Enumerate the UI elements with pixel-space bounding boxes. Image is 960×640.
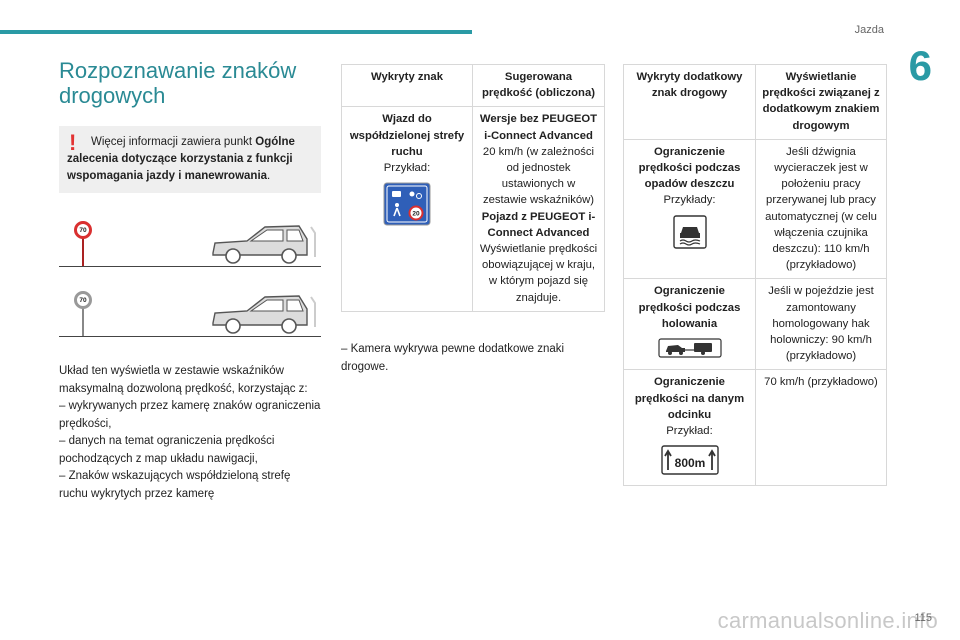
shared-zone-sign-icon: 20 xyxy=(383,182,431,226)
note-link-text: Ogólne zalecenia dotyczące korzystania z… xyxy=(67,136,295,182)
towing-sign-icon xyxy=(657,338,722,358)
warning-icon: ! xyxy=(69,130,77,155)
section-label: Jazda xyxy=(854,24,884,36)
body-text: Układ ten wyświetla w zestawie wskaźnikó… xyxy=(59,363,321,503)
table-cell: Wersje bez PEUGEOT i-Connect Advanced 20… xyxy=(472,106,605,312)
body-paragraph: Układ ten wyświetla w zestawie wskaźnikó… xyxy=(59,365,308,395)
table-header-row: Wykryty znak Sugerowana prędkość (oblicz… xyxy=(341,63,605,108)
cell-bold-text: Wersje bez PEUGEOT i-Connect Advanced xyxy=(479,113,598,142)
road-line xyxy=(59,336,321,337)
rain-car-sign-icon xyxy=(672,214,707,249)
car-icon xyxy=(212,295,316,334)
cell-bold-text: Pojazd z PEUGEOT i-Connect Advanced xyxy=(481,210,596,239)
shared-zone-speed: 20 xyxy=(412,211,420,218)
page-title: Rozpoznawanie znaków drogowych xyxy=(59,58,321,108)
watermark: carmanualsonline.info xyxy=(717,608,938,633)
title-line-1: Rozpoznawanie znaków xyxy=(59,58,297,83)
table-cell: Ograniczenie prędkości podczas holowania xyxy=(623,278,756,371)
table-row: Ograniczenie prędkości podczas holowania… xyxy=(623,278,887,371)
cell-bold-text: Ograniczenie prędkości na danym odcinku xyxy=(634,376,745,421)
sign-pole xyxy=(82,301,84,337)
table-row: Wjazd do współdzielonej strefy ruchu Prz… xyxy=(341,106,605,312)
distance-sign-icon: 800m xyxy=(660,445,719,475)
header-accent-bar xyxy=(0,30,472,34)
note-box: ! Więcej informacji zawiera punkt Ogólne… xyxy=(59,126,321,193)
speed-sign-icon: 70 xyxy=(74,291,92,309)
illustration-sign-gray: 70 xyxy=(59,287,321,337)
cell-text: Przykłady: xyxy=(663,194,716,207)
table-header-cell: Sugerowana prędkość (obliczona) xyxy=(472,63,605,108)
cell-text: Wyświetlanie prędkości obowiązującej w k… xyxy=(479,243,598,304)
sign-pole xyxy=(82,231,84,267)
speed-sign-icon: 70 xyxy=(74,221,92,239)
table-cell: 70 km/h (przykładowo) xyxy=(755,369,887,487)
note-text: Więcej informacji zawiera punkt Ogólne z… xyxy=(67,136,295,182)
additional-sign-table: Wykryty dodatkowy znak drogowy Wyświetla… xyxy=(623,64,887,487)
illustration-sign-red: 70 xyxy=(59,217,321,267)
table-cell: Ograniczenie prędkości podczas opadów de… xyxy=(623,138,756,280)
list-item: – danych na temat ograniczenia prędkości… xyxy=(59,435,275,465)
table-header-cell: Wykryty znak xyxy=(341,63,473,108)
footnote-text: – Kamera wykrywa pewne dodatkowe znaki d… xyxy=(341,343,565,373)
cell-bold-text: Wjazd do współdzielonej strefy ruchu xyxy=(349,113,465,158)
detected-sign-table: Wykryty znak Sugerowana prędkość (oblicz… xyxy=(341,63,605,312)
list-item: – Znaków wskazujących współdzieloną stre… xyxy=(59,470,291,500)
cell-text: Przykład: xyxy=(666,425,713,438)
list-item: – wykrywanych przez kamerę znaków ograni… xyxy=(59,400,321,430)
table-row: Ograniczenie prędkości podczas opadów de… xyxy=(623,138,887,280)
table-cell: Wjazd do współdzielonej strefy ruchu Prz… xyxy=(341,106,473,312)
cell-text: 20 km/h (w zależności od jednostek ustaw… xyxy=(482,145,595,207)
distance-sign-text: 800m xyxy=(674,456,705,470)
table-header-row: Wykryty dodatkowy znak drogowy Wyświetla… xyxy=(623,64,887,140)
table-cell: Jeśli w pojeździe jest zamontowany homol… xyxy=(755,278,887,371)
cell-bold-text: Ograniczenie prędkości podczas holowania xyxy=(638,285,741,330)
table-cell: Jeśli dźwignia wycieraczek jest w położe… xyxy=(755,138,887,280)
title-line-2: drogowych xyxy=(59,83,166,108)
table-header-cell: Wykryty dodatkowy znak drogowy xyxy=(623,64,756,140)
table-header-cell: Wyświetlanie prędkości związanej z dodat… xyxy=(755,64,887,140)
chapter-number: 6 xyxy=(908,42,932,89)
cell-bold-text: Ograniczenie prędkości podczas opadów de… xyxy=(638,145,741,191)
cell-text: Przykład: xyxy=(383,162,431,175)
table-cell: Ograniczenie prędkości na danym odcinku … xyxy=(623,369,756,487)
left-column: Rozpoznawanie znaków drogowych ! Więcej … xyxy=(59,58,321,503)
road-line xyxy=(59,266,321,267)
car-icon xyxy=(212,225,316,264)
table-row: Ograniczenie prędkości na danym odcinku … xyxy=(623,369,887,487)
page-number: 115 xyxy=(914,612,932,624)
